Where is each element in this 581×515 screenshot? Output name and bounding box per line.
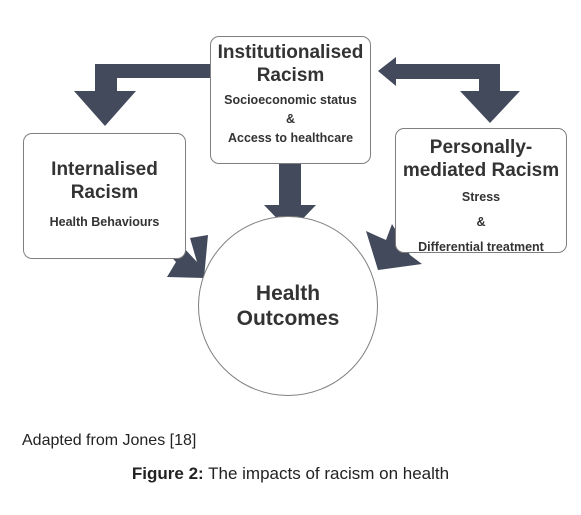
internalised-title-line1: Internalised [51,159,158,180]
arrow-inst-to-internalised [74,64,210,126]
arrow-internalised-to-outcomes [162,235,208,278]
institutionalised-racism-box: Institutionalised Racism Socioeconomic s… [210,36,371,164]
caption-label: Figure 2: [131,464,204,483]
arrow-personal-to-outcomes [366,224,422,270]
institutionalised-title-line2: Racism [256,65,325,86]
institutionalised-detail-line1: Socioeconomic status [224,93,357,107]
institutionalised-detail-line2: & [285,112,296,126]
personally-mediated-title-line1: Personally- [429,137,533,158]
personally-mediated-detail-line2: & [476,215,486,229]
caption-text: The impacts of racism on health [203,464,450,483]
arrow-inst-to-outcomes [264,164,316,232]
personally-mediated-detail-line1: Stress [461,190,501,204]
personally-mediated-detail-line3: Differential treatment [418,240,544,254]
institutionalised-detail-line3: Access to healthcare [227,131,354,145]
internalised-detail-line1: Health Behaviours [49,215,160,229]
personally-mediated-racism-box: Personally- mediated Racism Stress & Dif… [395,128,567,254]
personally-mediated-title-line2: mediated Racism [402,160,560,181]
internalised-racism-box: Internalised Racism Health Behaviours [23,133,186,259]
figure-caption: Figure 2: The impacts of racism on healt… [0,464,581,484]
arrow-inst-to-personal [378,57,520,123]
health-outcomes-circle: Health Outcomes [198,216,378,396]
outcomes-title-line1: Health [255,282,321,305]
outcomes-title-line2: Outcomes [236,307,340,330]
internalised-title-line2: Racism [70,182,139,203]
institutionalised-title-line1: Institutionalised [217,42,364,63]
source-credit: Adapted from Jones [18] [22,432,197,449]
